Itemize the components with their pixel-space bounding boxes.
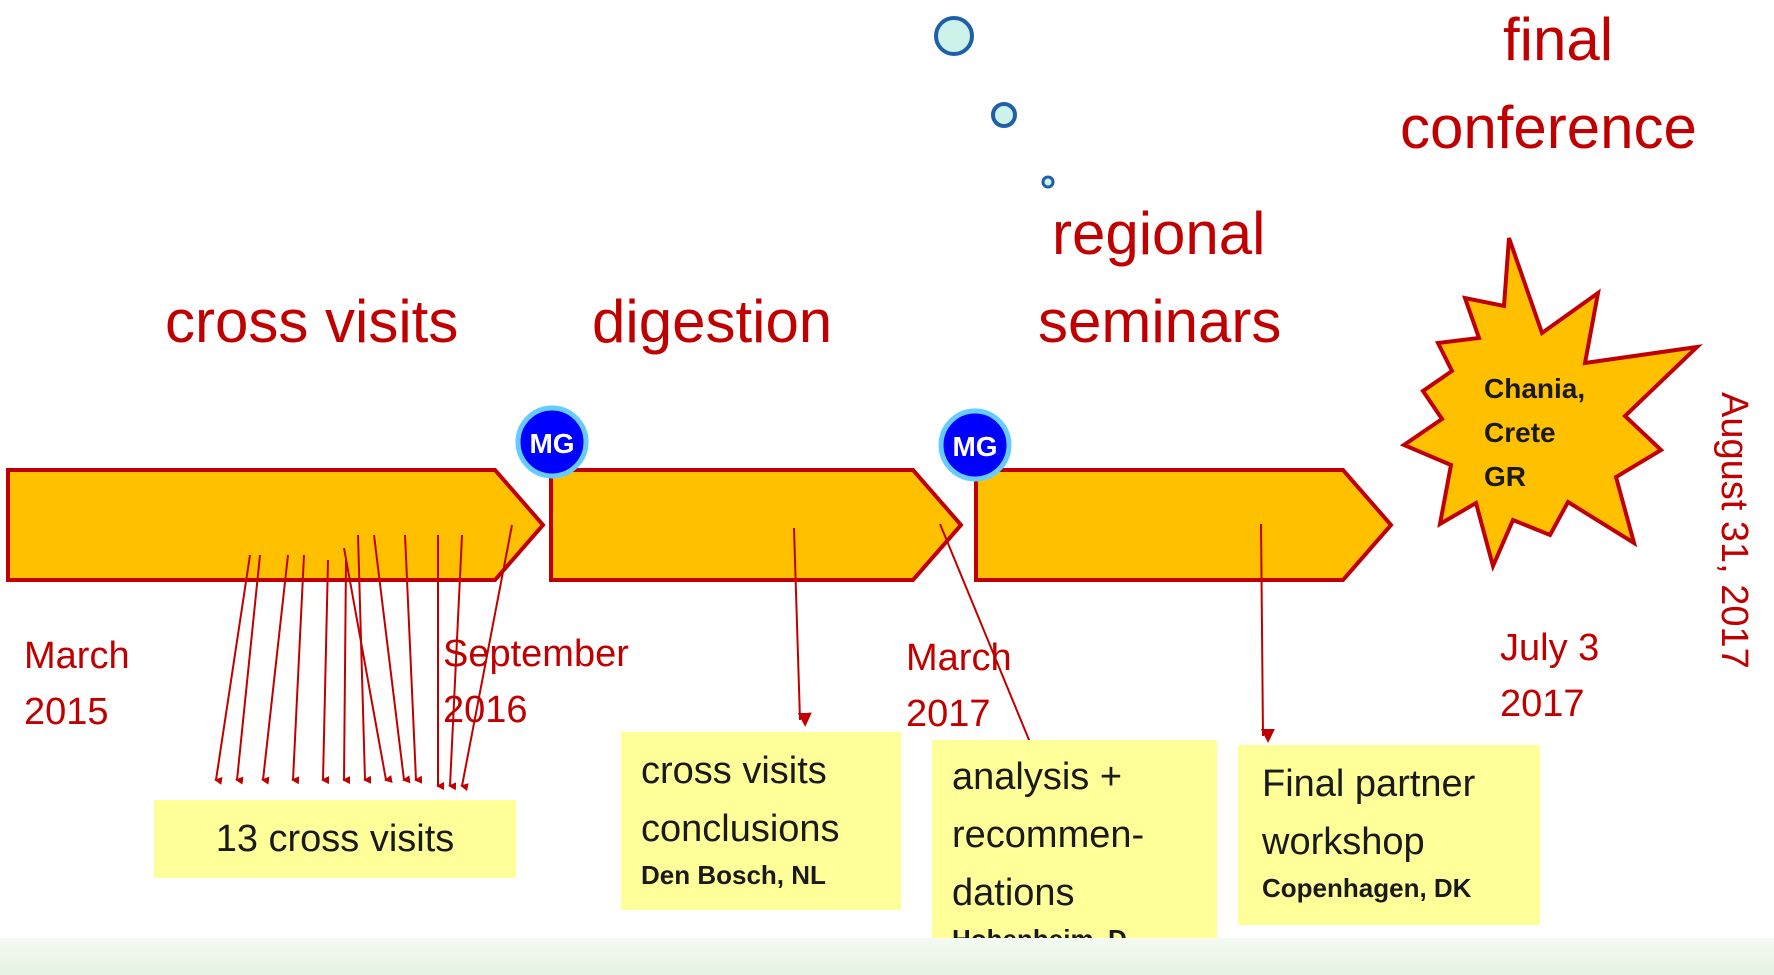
venue-line-2: Crete (1484, 417, 1556, 448)
date-mid-year: 2016 (443, 689, 528, 731)
arrow-to-analysis (939, 523, 1043, 757)
note-analysis-line2: recommen- (952, 814, 1145, 856)
milestone-mg-1: MG (515, 405, 589, 479)
milestone-mg-2-label: MG (952, 431, 997, 462)
date-seminar-year: 2017 (906, 693, 991, 735)
date-mid-month: September (443, 633, 629, 675)
note-cross-visits-count-text: 13 cross visits (215, 818, 455, 860)
date-mid: September 2016 (443, 626, 629, 738)
phase-arrow-cross-visits (6, 468, 546, 582)
bottom-band (0, 938, 1774, 975)
note-cross-visits-count: 13 cross visits (154, 800, 516, 878)
arrow-to-conclusions (793, 527, 812, 727)
date-start-month: March (24, 635, 130, 677)
note-conclusions-place: Den Bosch, NL (641, 860, 826, 890)
date-conference: July 3 2017 (1500, 620, 1599, 732)
note-analysis-line3: dations (952, 872, 1075, 914)
note-analysis-line1: analysis + (952, 756, 1123, 798)
phase-arrow-regional-seminars (974, 468, 1394, 582)
cross-visit-arrows (214, 524, 513, 792)
note-conclusions: cross visits conclusions Den Bosch, NL (621, 732, 901, 910)
date-conference-year: 2017 (1500, 683, 1585, 725)
note-analysis: analysis + recommen- dations Hohenheim, … (932, 740, 1217, 975)
milestone-mg-2: MG (938, 408, 1012, 482)
phase-title-final-line1: final (1503, 6, 1614, 73)
venue-line-3: GR (1484, 461, 1526, 492)
phase-title-digestion: digestion (592, 288, 833, 355)
date-conference-day: July 3 (1500, 627, 1600, 669)
arrow-to-workshop (1260, 523, 1275, 743)
note-workshop-line2: workshop (1262, 821, 1425, 863)
phase-title-regional-line1: regional (1052, 200, 1266, 267)
thought-bubble-large (934, 16, 974, 56)
venue-burst-shape (1399, 237, 1703, 573)
thought-bubble-small (1041, 175, 1055, 189)
date-end-text: August 31, 2017 (1713, 392, 1755, 669)
note-workshop-line1: Final partner (1262, 763, 1476, 805)
venue-burst-text: Chania, Crete GR (1484, 373, 1585, 492)
date-start: March 2015 (24, 628, 130, 740)
date-start-year: 2015 (24, 691, 109, 733)
note-conclusions-line2: conclusions (641, 808, 840, 850)
phase-arrow-digestion (549, 468, 964, 582)
milestone-mg-1-label: MG (529, 428, 574, 459)
date-seminar: March 2017 (906, 630, 1012, 742)
note-conclusions-line1: cross visits (641, 750, 827, 792)
note-workshop: Final partner workshop Copenhagen, DK (1238, 745, 1540, 925)
phase-title-cross-visits: cross visits (165, 288, 459, 355)
thought-bubble-medium (991, 102, 1017, 128)
note-workshop-place: Copenhagen, DK (1262, 873, 1472, 903)
venue-line-1: Chania, (1484, 373, 1585, 404)
date-seminar-month: March (906, 637, 1012, 679)
date-end-vertical: August 31, 2017 (1712, 392, 1755, 712)
phase-title-final-line2: conference (1400, 94, 1697, 161)
phase-title-regional-line2: seminars (1038, 288, 1282, 355)
